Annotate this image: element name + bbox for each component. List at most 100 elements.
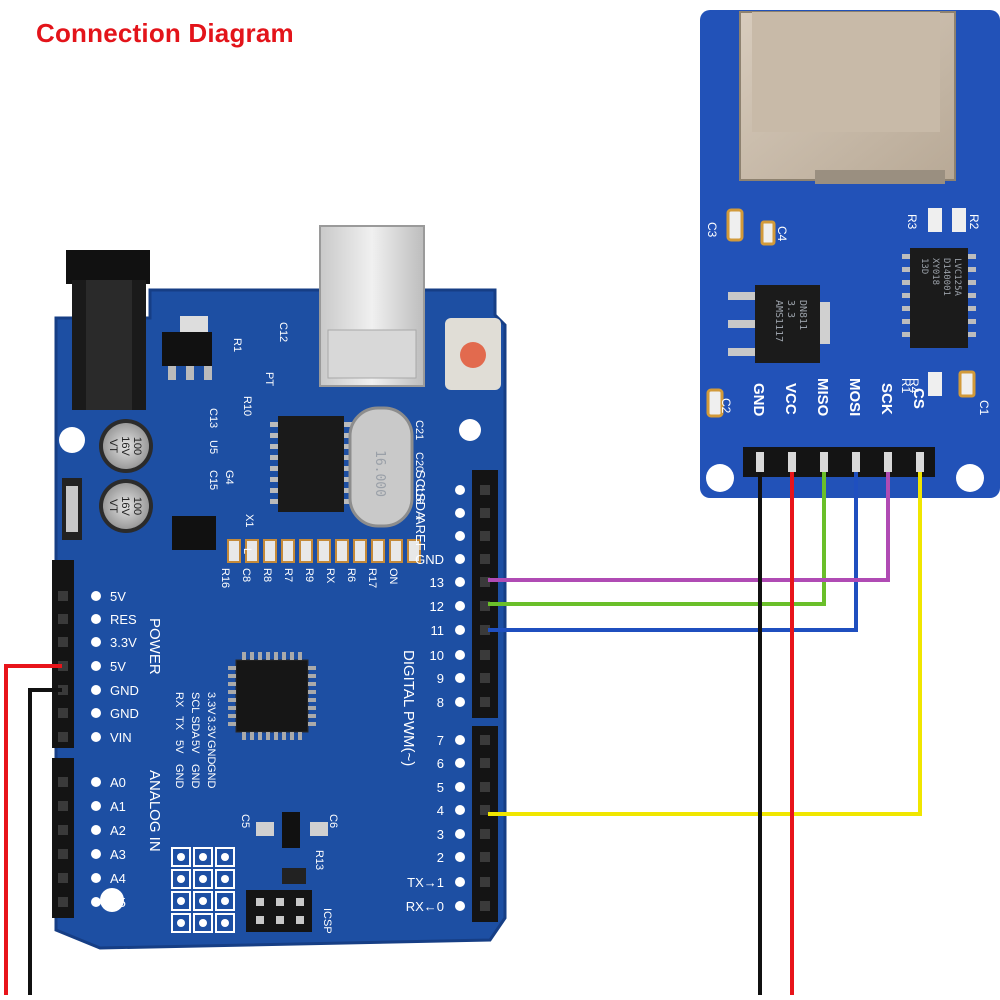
analog-pin-hole <box>91 873 101 883</box>
board-silk-label: ICSP <box>321 908 333 934</box>
digital-pin-hole <box>455 650 465 660</box>
resistor-row-label: C8 <box>240 568 252 582</box>
analog-pin-label: A0 <box>110 775 126 790</box>
analog-pin-hole <box>91 801 101 811</box>
digital-pin-socket <box>480 625 490 635</box>
digital-pin-label: 7 <box>437 733 444 748</box>
resistor-row-label: RX <box>324 568 336 584</box>
i2c-pad-label: 5V <box>189 740 201 754</box>
digital-pin-hole <box>455 735 465 745</box>
sd-pin <box>916 452 924 472</box>
chip-marking: XY018 <box>930 258 940 285</box>
analog-header <box>52 758 74 918</box>
power-pin-socket <box>58 661 68 671</box>
digital-pin-socket <box>480 650 490 660</box>
sd-pin <box>788 452 796 472</box>
power-pin-socket <box>58 708 68 718</box>
sd-pin-label-mosi: MOSI <box>846 378 863 416</box>
digital-pin-label: RX←0 <box>406 899 444 914</box>
digital-pin-socket <box>480 735 490 745</box>
board-silk-label: L <box>241 548 253 554</box>
digital-pin-label: 5 <box>437 780 444 795</box>
power-pin-label: 5V <box>110 589 126 604</box>
sd-pin <box>756 452 764 472</box>
mount-hole <box>459 419 481 441</box>
digital-pin-label: 4 <box>437 803 444 818</box>
analog-pin-socket <box>58 897 68 907</box>
sd-component-label: C1 <box>977 400 991 416</box>
resistor-row-label: R6 <box>345 568 357 582</box>
sd-pin-header <box>743 447 935 477</box>
wire-gnd-left <box>28 688 62 995</box>
digital-pin-socket <box>480 697 490 707</box>
digital-pin-hole <box>455 805 465 815</box>
digital-pin-socket <box>480 758 490 768</box>
board-silk-label: G4 <box>223 470 235 485</box>
mount-hole <box>706 464 734 492</box>
analog-pin-label: A4 <box>110 871 126 886</box>
digital-pin-socket <box>480 805 490 815</box>
regulator-marking: AMS1117 <box>773 300 784 342</box>
crystal <box>348 406 414 528</box>
reset-button <box>445 318 501 390</box>
power-pin-socket <box>58 637 68 647</box>
chip-marking: LVC125A <box>952 258 962 297</box>
power-pin-hole <box>91 661 101 671</box>
wire-miso <box>488 472 826 606</box>
digital-pin-label: 13 <box>430 575 444 590</box>
capacitor-value: 100 <box>131 437 143 455</box>
digital-pin-hole <box>455 877 465 887</box>
analog-pin-label: A1 <box>110 799 126 814</box>
regulator-marking: 3.3 <box>785 300 796 318</box>
digital-pin-socket <box>480 877 490 887</box>
i2c-pad-label: GND <box>173 764 185 789</box>
power-pin-socket <box>58 614 68 624</box>
analog-pin-hole <box>91 897 101 907</box>
board-silk-label: C5 <box>239 814 251 828</box>
power-pin-hole <box>91 685 101 695</box>
i2c-pad-label: 3.3V <box>205 716 217 739</box>
resistor-row-label: R17 <box>366 568 378 588</box>
power-pin-label: 3.3V <box>110 635 137 650</box>
capacitor-mark: VT <box>107 439 119 453</box>
analog-pin-socket <box>58 777 68 787</box>
capacitor-value: 100 <box>131 497 143 515</box>
digital-pin-label: GND <box>415 552 444 567</box>
digital-pin-hole <box>455 782 465 792</box>
sd-component-label: C3 <box>705 222 719 238</box>
analog-pin-label: A2 <box>110 823 126 838</box>
wire-sck <box>488 472 890 582</box>
board-silk-label: C15 <box>207 470 219 490</box>
digital-pin-socket <box>480 852 490 862</box>
sd-pin-label-miso: MISO <box>814 378 831 417</box>
sd-pin <box>852 452 860 472</box>
sd-component-label: C4 <box>775 226 789 242</box>
icsp-header <box>246 890 312 932</box>
analog-pin-socket <box>58 801 68 811</box>
digital-header-label: DIGITAL PWM(~) <box>400 650 417 766</box>
i2c-pad-label: TX <box>173 716 185 731</box>
chip-marking: D140001 <box>941 258 951 296</box>
sd-component-label: R3 <box>905 214 919 230</box>
digital-pin-hole <box>455 531 465 541</box>
power-header-label: POWER <box>146 618 163 675</box>
i2c-pad-label: RX <box>173 692 185 708</box>
digital-pin-label: 8 <box>437 695 444 710</box>
digital-pin-label: TX→1 <box>407 875 444 890</box>
power-pin-socket <box>58 732 68 742</box>
board-silk-label: C16 <box>413 484 425 504</box>
analog-pin-socket <box>58 849 68 859</box>
board-silk-label: C6 <box>327 814 339 828</box>
capacitor-voltage: 16V <box>119 496 131 516</box>
digital-pin-hole <box>455 758 465 768</box>
barrel-jack <box>66 250 150 410</box>
digital-pin-hole <box>455 625 465 635</box>
wires <box>4 472 922 995</box>
board-silk-label: R13 <box>313 850 325 870</box>
i2c-pad-label: GND <box>205 740 217 765</box>
wire-5v-left <box>4 664 62 995</box>
power-pin-label: VIN <box>110 730 132 745</box>
